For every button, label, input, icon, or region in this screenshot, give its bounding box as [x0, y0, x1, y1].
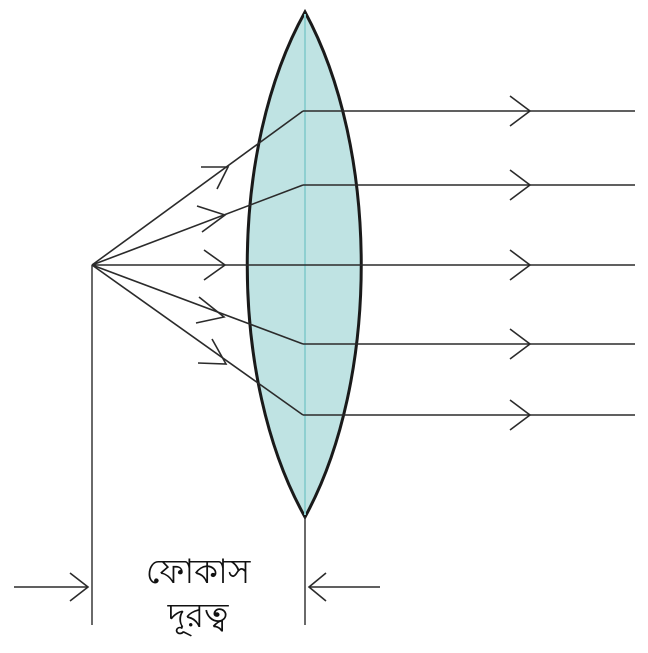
arrow-right-icon [69, 572, 90, 602]
arrow-right-icon [195, 296, 226, 324]
arrow-right-icon [196, 205, 227, 233]
arrow-right-icon [509, 249, 532, 281]
ray-2-incident [91, 184, 304, 266]
arrow-left-icon [307, 572, 327, 602]
arrow-right-icon [197, 338, 228, 365]
arrow-right-icon [203, 249, 227, 281]
ray-4-incident [91, 264, 304, 345]
arrow-right-icon [509, 399, 532, 431]
arrow-right-icon [509, 169, 532, 201]
incident-arrowheads [195, 166, 230, 365]
parallel-rays [303, 110, 635, 416]
ray-5-incident [91, 264, 304, 416]
focal-distance-label-line1: ফোকাস [146, 552, 251, 592]
arrow-right-icon [509, 328, 532, 360]
arrow-right-icon [509, 95, 532, 127]
arrow-right-icon [201, 166, 230, 190]
ray-1-incident [91, 110, 304, 266]
diverging-rays [91, 110, 304, 416]
focal-distance-label-line2: দূরত্ব [167, 596, 230, 637]
focal-distance-marker [14, 265, 380, 625]
emergent-arrowheads [509, 95, 532, 431]
